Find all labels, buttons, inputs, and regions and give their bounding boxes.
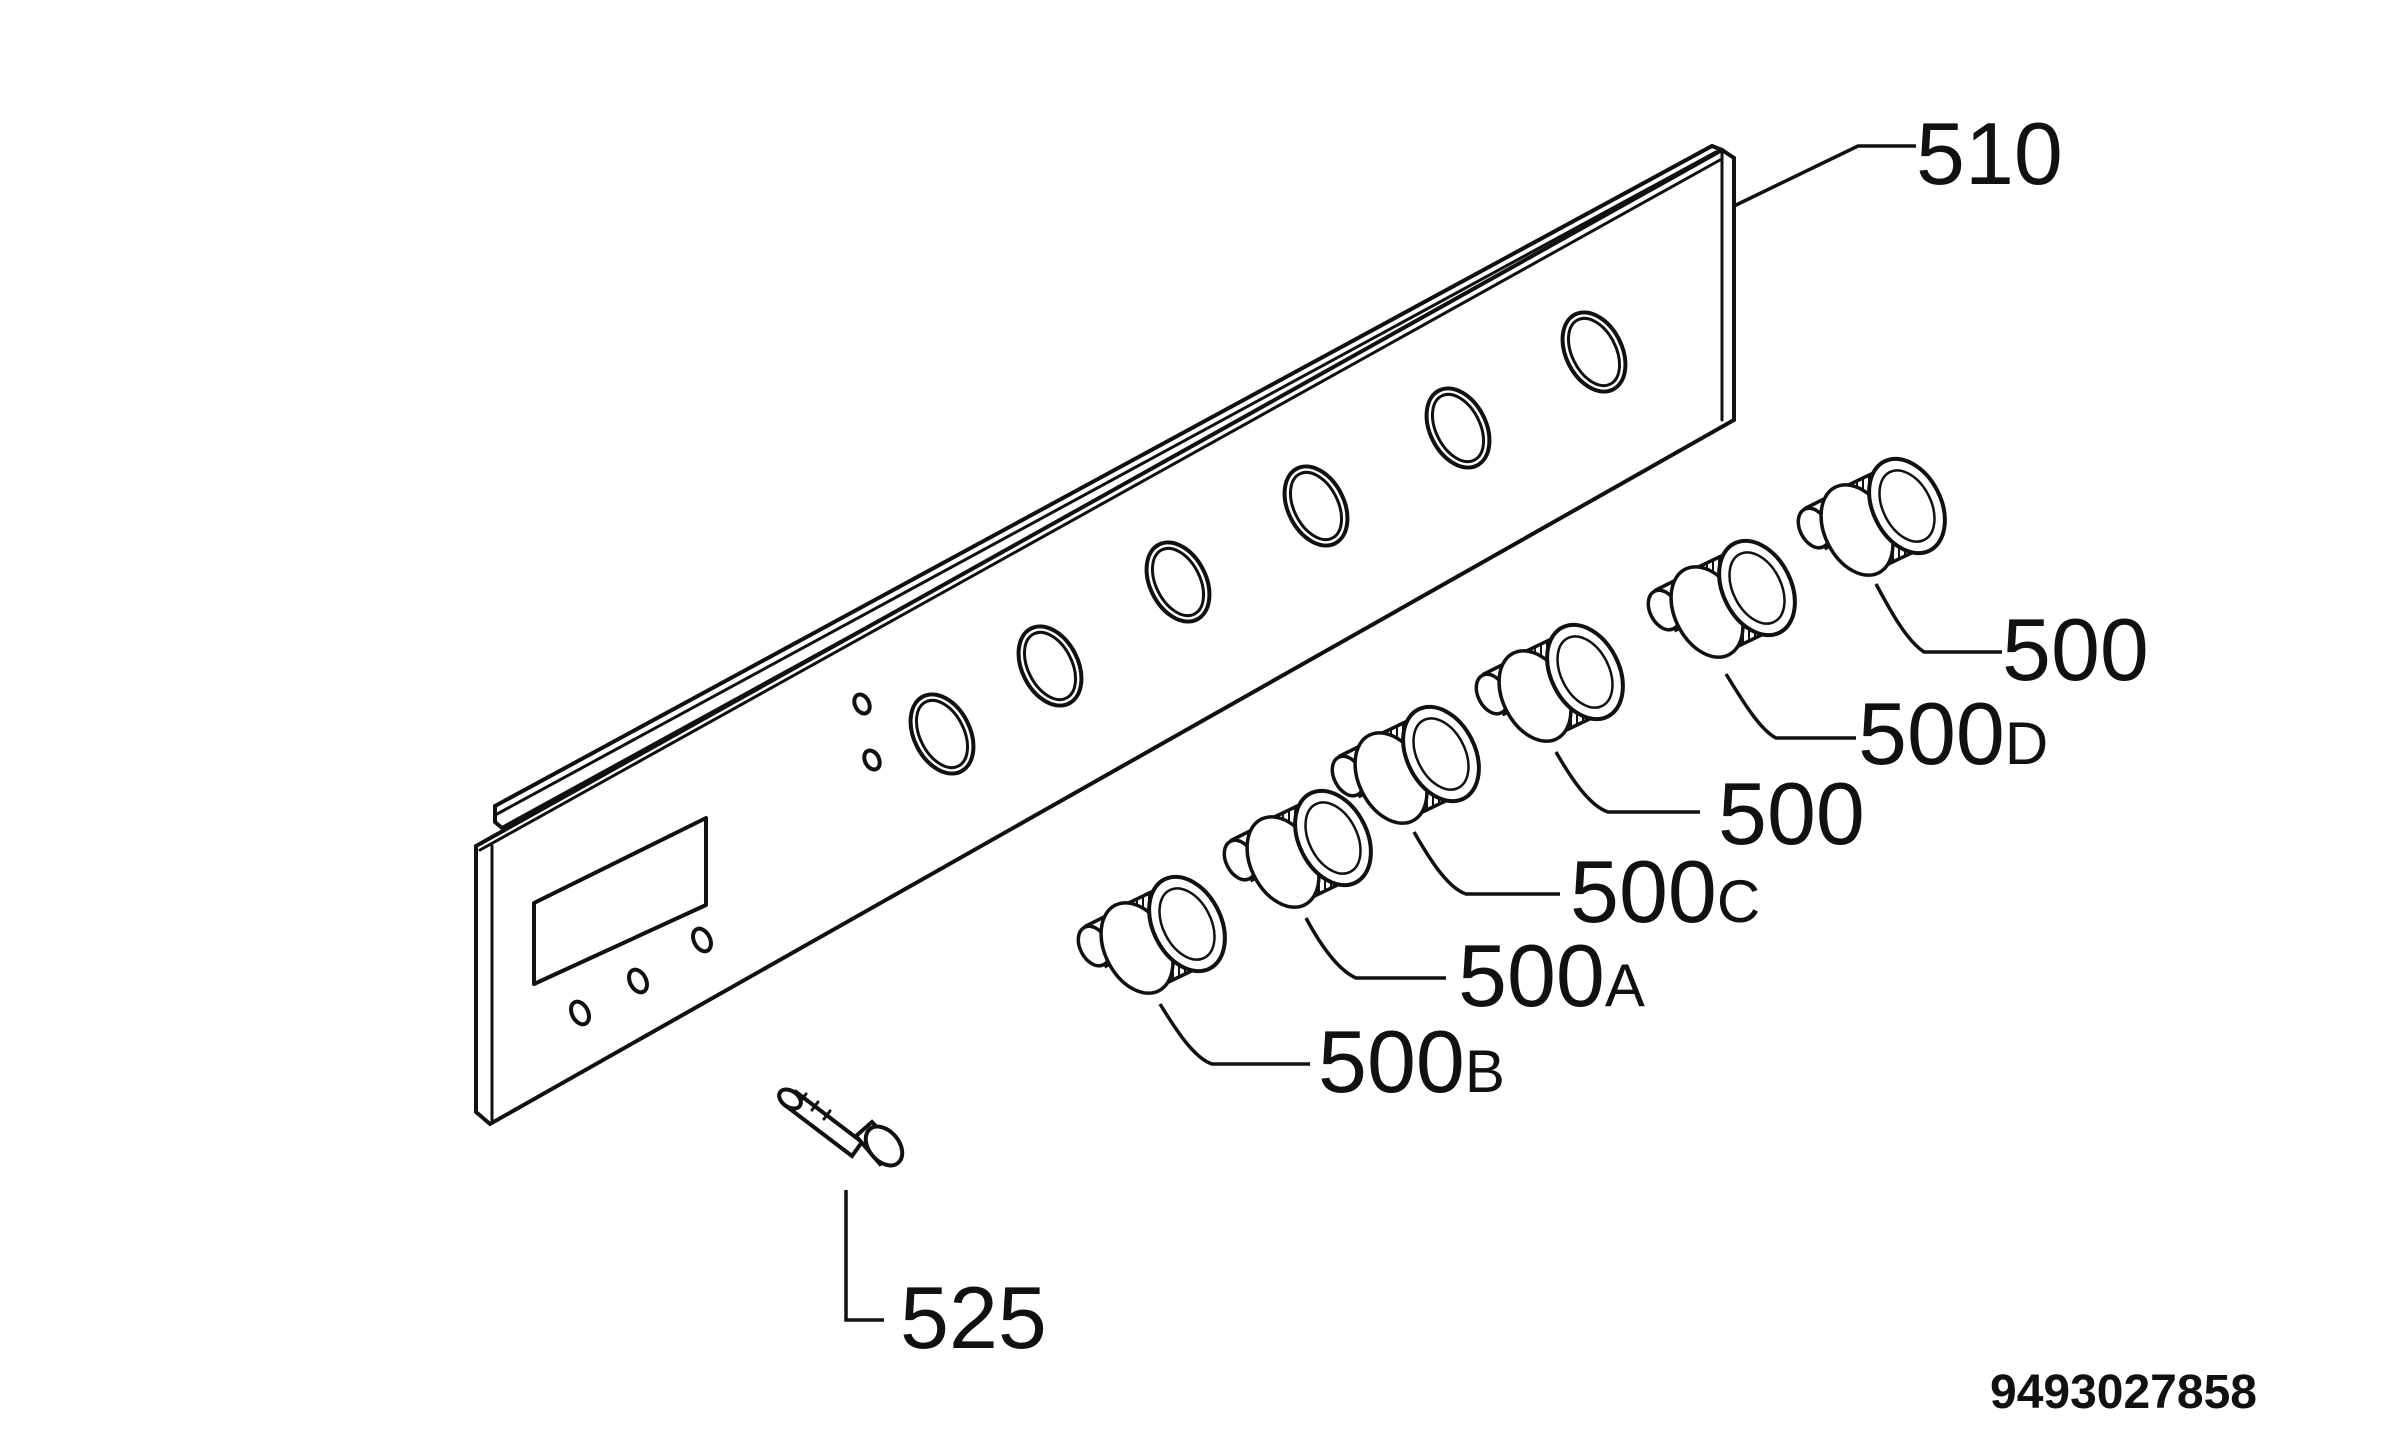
callout-525: 525 [900, 1268, 1047, 1367]
leader-lines [844, 144, 2002, 1322]
fixing-screw [777, 1087, 905, 1168]
callout-number: 500 [2002, 600, 2149, 699]
callout-suffix: A [1605, 952, 1645, 1019]
control-knob [1069, 862, 1242, 1008]
knob-hole [908, 692, 976, 776]
display-button-hole [569, 999, 591, 1027]
svg-text:500A: 500A [1458, 926, 1645, 1025]
drawing-code: 9493027858 [1990, 1366, 2257, 1419]
callout-number: 500 [1318, 1012, 1465, 1111]
callout-number: 510 [1916, 104, 2063, 203]
callout-500c: 500C [1570, 842, 1760, 941]
svg-text:500D: 500D [1858, 684, 2048, 783]
knob-hole [1016, 624, 1084, 708]
svg-text:500: 500 [1718, 764, 1865, 863]
callout-500-second: 500 [1718, 764, 1865, 863]
svg-text:500B: 500B [1318, 1012, 1505, 1111]
knob-hole [1282, 464, 1350, 548]
control-knob [1639, 526, 1812, 672]
callout-suffix: C [1717, 868, 1760, 935]
callout-suffix: B [1465, 1038, 1505, 1105]
svg-text:525: 525 [900, 1268, 1047, 1367]
svg-text:500C: 500C [1570, 842, 1760, 941]
control-panel [474, 143, 1736, 1127]
knob-hole [1144, 540, 1212, 624]
callout-number: 500 [1458, 926, 1605, 1025]
control-knob [1215, 776, 1388, 922]
knob-hole [1560, 310, 1628, 394]
callout-500a: 500A [1458, 926, 1645, 1025]
control-knob [1467, 610, 1640, 756]
callout-number: 500 [1858, 684, 2005, 783]
callout-510: 510 [1916, 104, 2063, 203]
control-knob [1789, 444, 1962, 590]
indicator-lamp-hole [862, 748, 882, 772]
display-window [532, 816, 708, 986]
callout-number: 500 [1570, 842, 1717, 941]
svg-text:500: 500 [2002, 600, 2149, 699]
callout-500d: 500D [1858, 684, 2048, 783]
callout-500: 500 [2002, 600, 2149, 699]
knob-hole [1424, 386, 1492, 470]
callout-number: 500 [1718, 764, 1865, 863]
display-button-hole [627, 967, 649, 995]
svg-text:510: 510 [1916, 104, 2063, 203]
indicator-lamp-hole [852, 692, 872, 716]
callout-500b: 500B [1318, 1012, 1505, 1111]
callout-suffix: D [2005, 710, 2048, 777]
display-button-hole [691, 926, 713, 954]
callout-number: 525 [900, 1268, 1047, 1367]
